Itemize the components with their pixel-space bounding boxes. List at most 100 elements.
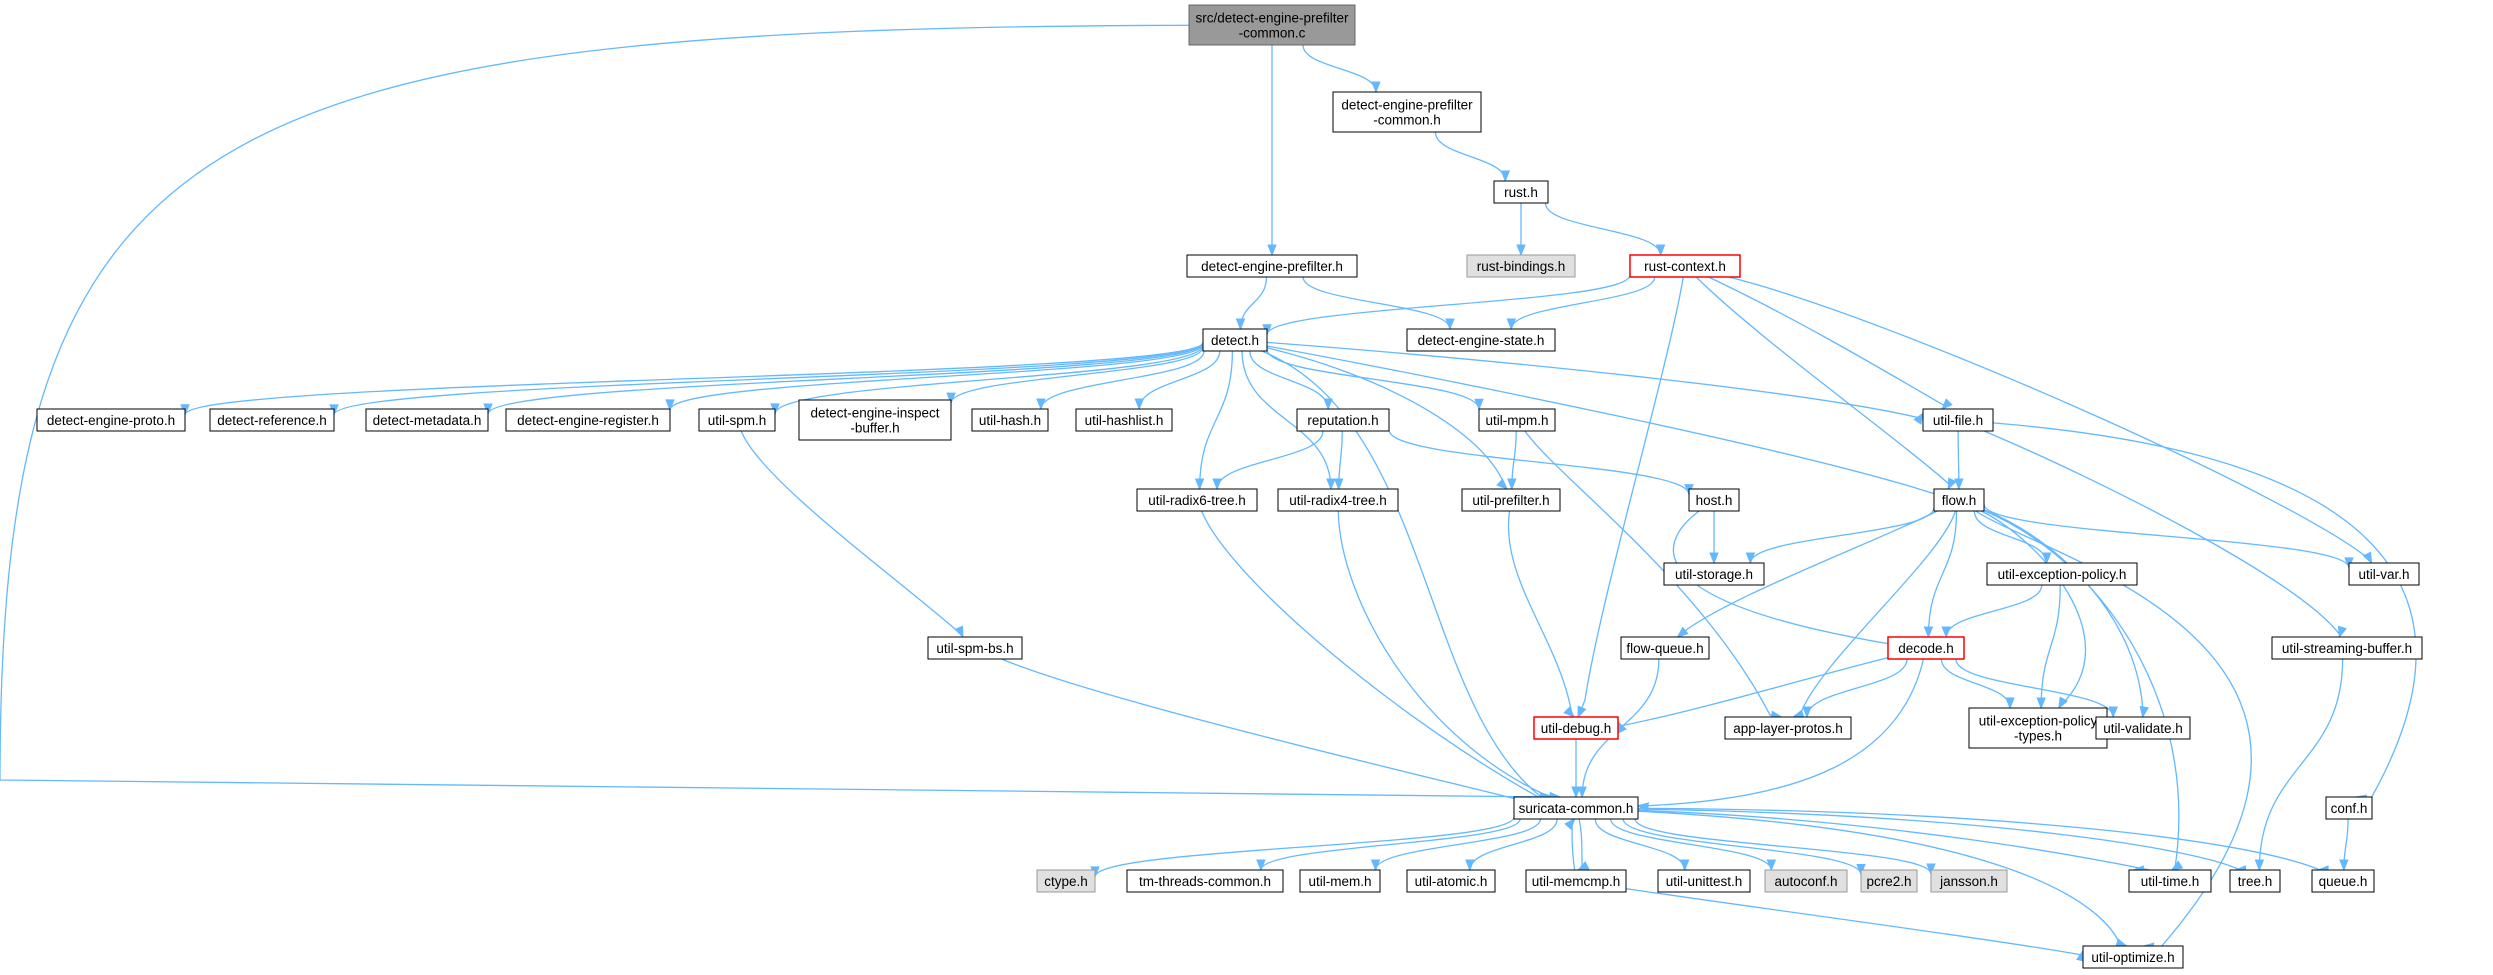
node-label-dref: detect-reference.h [217,413,327,428]
node-uexpt[interactable]: util-exception-policy-types.h [1968,707,2108,749]
node-flowq[interactable]: flow-queue.h [1620,636,1710,660]
node-conf[interactable]: conf.h [2325,796,2373,820]
edge-detect_h-to-umpm [1266,348,1480,410]
edge-ur4-to-suri [1337,510,1551,798]
node-ur6[interactable]: util-radix6-tree.h [1136,488,1258,512]
node-label-dproto: detect-engine-proto.h [47,413,175,428]
node-label-tree: tree.h [2238,874,2273,889]
node-rust_context[interactable]: rust-context.h [1629,254,1741,278]
node-des_h[interactable]: detect-engine-state.h [1406,328,1556,352]
node-box-depfc_h [1332,91,1482,133]
node-label-ur4: util-radix4-tree.h [1289,493,1387,508]
node-label-ur6: util-radix6-tree.h [1148,493,1246,508]
edge-detect_h-to-ur6 [1198,350,1234,490]
node-utime[interactable]: util-time.h [2128,869,2212,893]
node-box-udebug [1533,716,1619,740]
arrowhead-suri-to-umemcmp [1576,860,1590,871]
node-label-dmeta: detect-metadata.h [373,413,482,428]
node-umemcmp[interactable]: util-memcmp.h [1525,869,1627,893]
node-dreg[interactable]: detect-engine-register.h [505,408,671,432]
arrowhead-ufile-to-usbuf [2337,625,2347,639]
node-uopt[interactable]: util-optimize.h [2082,945,2184,969]
arrowhead-rust_context-to-des_h [1506,318,1517,331]
node-ustor[interactable]: util-storage.h [1663,562,1765,586]
edge-uexpol-to-decode [1945,584,2043,638]
node-label-alp: app-layer-protos.h [1733,721,1843,736]
node-label-uvar: util-var.h [2358,567,2409,582]
node-rust_h[interactable]: rust.h [1493,180,1549,204]
arrowhead-suri-to-tmthr [1256,859,1266,872]
arrowhead-suri-to-jansson [1926,863,1936,876]
node-alp[interactable]: app-layer-protos.h [1724,716,1852,740]
node-uexpol[interactable]: util-exception-policy.h [1986,562,2138,586]
node-dep_h[interactable]: detect-engine-prefilter.h [1186,254,1358,278]
edge-flow-to-uvar [1983,504,2350,569]
node-suri[interactable]: suricata-common.h [1513,796,1639,820]
node-dmeta[interactable]: detect-metadata.h [365,408,489,432]
node-umem[interactable]: util-mem.h [1299,869,1381,893]
node-decode[interactable]: decode.h [1887,636,1965,660]
edge-detect_h-to-ufile [1266,341,1924,419]
node-flow[interactable]: flow.h [1933,488,1985,512]
node-box-autoconf [1764,869,1848,893]
node-umpm[interactable]: util-mpm.h [1478,408,1556,432]
node-box-rust_h [1493,180,1549,204]
node-detect_h[interactable]: detect.h [1202,328,1268,352]
node-dref[interactable]: detect-reference.h [209,408,335,432]
node-label-uhashlist: util-hashlist.h [1085,413,1164,428]
node-uvar[interactable]: util-var.h [2348,562,2420,586]
node-box-uexpol [1986,562,2138,586]
node-uunit[interactable]: util-unittest.h [1657,869,1751,893]
node-depfc_h[interactable]: detect-engine-prefilter-common.h [1332,91,1482,133]
node-box-uatom [1406,869,1496,893]
node-box-conf [2325,796,2373,820]
node-udebug[interactable]: util-debug.h [1533,716,1619,740]
arrowhead-detect_h-to-ufile [1913,412,1924,425]
node-reput[interactable]: reputation.h [1296,408,1390,432]
node-label-queue: queue.h [2319,874,2368,889]
edge-flow-to-uexpol [1973,510,2048,564]
node-box-uvar [2348,562,2420,586]
node-ur4[interactable]: util-radix4-tree.h [1277,488,1399,512]
node-ufile[interactable]: util-file.h [1922,408,1994,432]
node-label-upref: util-prefilter.h [1472,493,1549,508]
edge-dep_h-to-detect_h [1239,276,1268,330]
edge-reput-to-host [1388,429,1690,495]
node-uspmbs[interactable]: util-spm-bs.h [927,636,1023,660]
node-dproto[interactable]: detect-engine-proto.h [36,408,186,432]
node-tree[interactable]: tree.h [2229,869,2281,893]
node-uatom[interactable]: util-atomic.h [1406,869,1496,893]
node-uhash[interactable]: util-hash.h [971,408,1049,432]
edge-flow-to-flowq [1677,510,1938,638]
node-tmthr[interactable]: tm-threads-common.h [1126,869,1284,893]
node-label-umemcmp: util-memcmp.h [1532,874,1621,889]
edge-rust_context-to-flow [1695,276,1951,490]
arrowhead-suri-to-uunit [1679,859,1690,872]
node-host[interactable]: host.h [1688,488,1740,512]
node-label-udebug: util-debug.h [1541,721,1612,736]
node-box-decode [1887,636,1965,660]
node-uvalid[interactable]: util-validate.h [2095,716,2191,740]
node-rust_bindings: rust-bindings.h [1466,254,1576,278]
edge-detect_h-to-uspm [774,344,1204,415]
node-uhashlist[interactable]: util-hashlist.h [1075,408,1173,432]
arrowhead-suri-to-uatom [1465,859,1475,872]
arrowhead-usbuf-to-tree [2254,859,2265,872]
node-label-depfc_h-line-2: -common.h [1373,113,1441,128]
node-box-dmeta [365,408,489,432]
node-uspm[interactable]: util-spm.h [698,408,776,432]
node-upref[interactable]: util-prefilter.h [1461,488,1561,512]
node-label-detect_h: detect.h [1211,333,1259,348]
node-label-reput: reputation.h [1307,413,1378,428]
arrowhead-flowq-to-suri [1577,786,1587,799]
edge-root-to-suri [0,24,1551,798]
arrowhead-host-to-ustor [1709,552,1719,565]
node-deib[interactable]: detect-engine-inspect-buffer.h [798,399,952,441]
arrowhead-rust_context-to-ufile [1941,398,1953,410]
node-usbuf[interactable]: util-streaming-buffer.h [2271,636,2423,660]
edge-suri-to-tmthr [1260,818,1521,871]
node-queue[interactable]: queue.h [2311,869,2375,893]
arrowhead-detect_h-to-ur6 [1194,478,1205,491]
node-label-uspmbs: util-spm-bs.h [936,641,1013,656]
node-label-utime: util-time.h [2141,874,2200,889]
